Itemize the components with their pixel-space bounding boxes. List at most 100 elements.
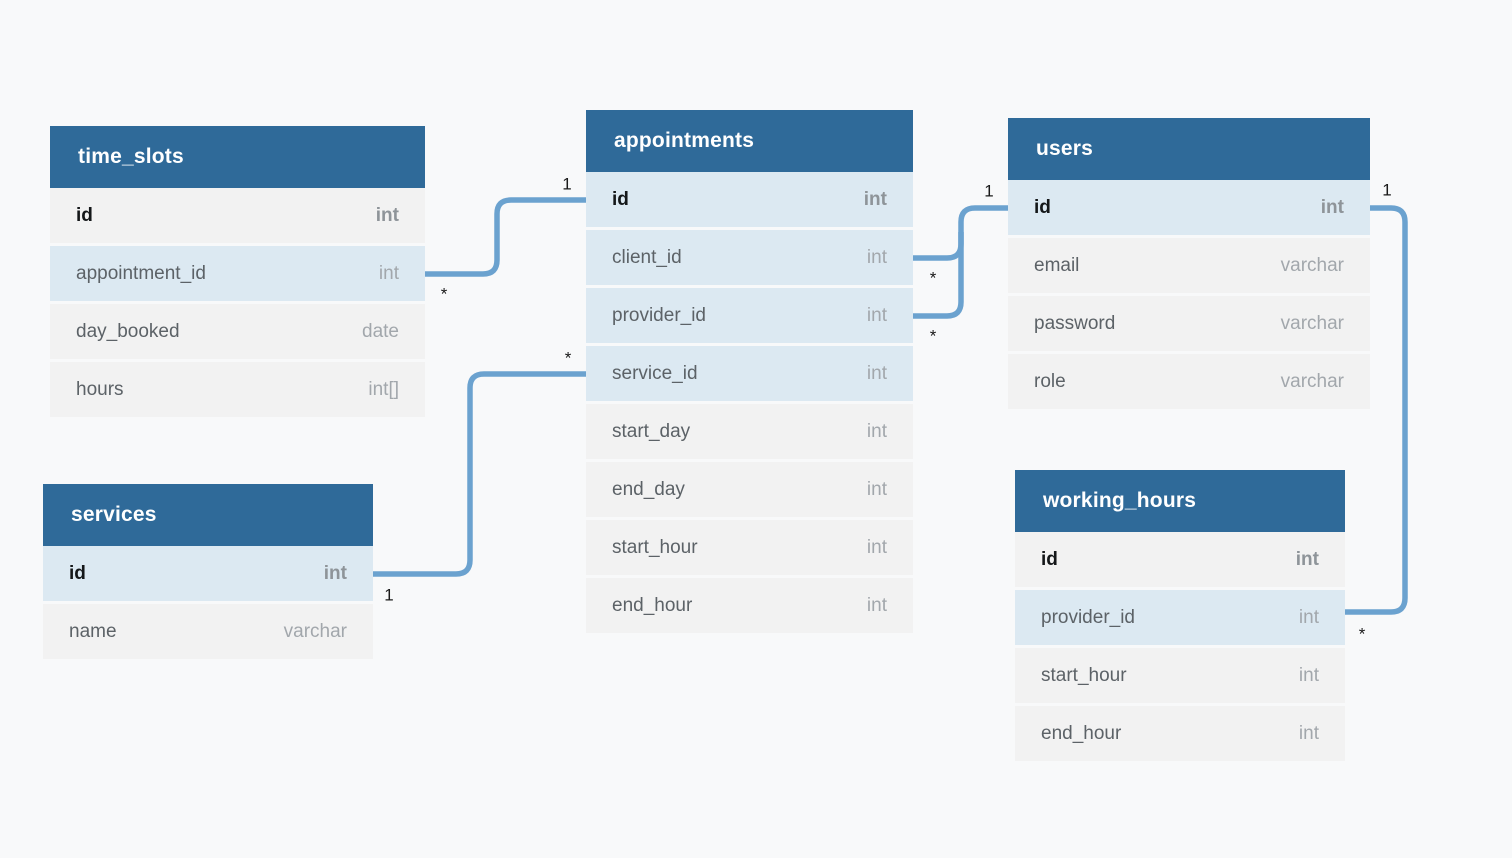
column-type: date: [362, 320, 399, 342]
column-name: appointment_id: [76, 262, 206, 284]
column-type: int: [1295, 548, 1319, 570]
column-name: provider_id: [612, 304, 706, 326]
cardinality-label-one: 1: [1382, 180, 1392, 200]
table-header[interactable]: appointments: [586, 110, 913, 172]
table-header[interactable]: time_slots: [50, 126, 425, 188]
column-row-start_hour[interactable]: start_hour int: [1015, 648, 1345, 703]
table-time_slots[interactable]: time_slots id int appointment_id int day_boo…: [50, 126, 425, 417]
column-type: int: [866, 478, 887, 500]
column-type: int: [1298, 722, 1319, 744]
column-type: int: [863, 188, 887, 210]
column-type: int[]: [368, 378, 399, 400]
column-type: int: [866, 420, 887, 442]
column-row-id[interactable]: id int: [1008, 180, 1370, 235]
column-name: hours: [76, 378, 124, 400]
relation-line-users-working_hours[interactable]: [1343, 205, 1408, 615]
column-name: day_booked: [76, 320, 180, 342]
column-name: email: [1034, 254, 1080, 276]
table-header[interactable]: working_hours: [1015, 470, 1345, 532]
column-type: int: [866, 304, 887, 326]
cardinality-label-many: *: [929, 326, 937, 346]
column-type: int: [1298, 606, 1319, 628]
column-name: service_id: [612, 362, 698, 384]
column-row-end_day[interactable]: end_day int: [586, 462, 913, 517]
cardinality-label-many: *: [1358, 624, 1366, 644]
column-row-end_hour[interactable]: end_hour int: [1015, 706, 1345, 761]
column-name: id: [1034, 196, 1051, 218]
column-type: int: [1298, 664, 1319, 686]
column-type: varchar: [283, 620, 347, 642]
column-name: client_id: [612, 246, 682, 268]
column-type: int: [1320, 196, 1344, 218]
column-name: id: [612, 188, 629, 210]
column-row-provider_id[interactable]: provider_id int: [1015, 590, 1345, 645]
column-type: int: [866, 594, 887, 616]
column-type: int: [866, 536, 887, 558]
column-name: role: [1034, 370, 1066, 392]
table-body: id int appointment_id int day_booked date hour…: [50, 188, 425, 417]
column-type: int: [323, 562, 347, 584]
table-title: time_slots: [78, 145, 184, 168]
table-title: working_hours: [1043, 489, 1197, 512]
column-name: password: [1034, 312, 1116, 334]
cardinality-label-one: 1: [984, 181, 994, 201]
column-row-name[interactable]: name varchar: [43, 604, 373, 659]
column-row-role[interactable]: role varchar: [1008, 354, 1370, 409]
column-row-end_hour[interactable]: end_hour int: [586, 578, 913, 633]
column-name: id: [76, 204, 93, 226]
column-row-service_id[interactable]: service_id int: [586, 346, 913, 401]
column-name: end_day: [612, 478, 685, 500]
column-type: int: [866, 362, 887, 384]
column-name: provider_id: [1041, 606, 1135, 628]
cardinality-label-one: 1: [562, 174, 572, 194]
relation-line-time_slots-appointments[interactable]: [425, 197, 590, 277]
column-name: name: [69, 620, 117, 642]
column-type: varchar: [1280, 312, 1344, 334]
table-header[interactable]: services: [43, 484, 373, 546]
cardinality-label-many: *: [929, 268, 937, 288]
cardinality-label-one: 1: [384, 585, 394, 605]
column-type: varchar: [1280, 254, 1344, 276]
table-title: users: [1036, 137, 1094, 160]
column-name: start_hour: [1041, 664, 1127, 686]
column-name: end_hour: [612, 594, 693, 616]
column-name: id: [1041, 548, 1058, 570]
column-type: int: [378, 262, 399, 284]
column-row-client_id[interactable]: client_id int: [586, 230, 913, 285]
column-row-provider_id[interactable]: provider_id int: [586, 288, 913, 343]
table-body: id int email varchar password varchar role varc…: [1008, 180, 1370, 409]
column-row-id[interactable]: id int: [1015, 532, 1345, 587]
column-row-id[interactable]: id int: [50, 188, 425, 243]
column-name: end_hour: [1041, 722, 1122, 744]
column-type: int: [866, 246, 887, 268]
cardinality-label-many: *: [564, 348, 572, 368]
column-row-start_hour[interactable]: start_hour int: [586, 520, 913, 575]
column-row-start_day[interactable]: start_day int: [586, 404, 913, 459]
table-title: services: [71, 503, 157, 526]
column-row-id[interactable]: id int: [586, 172, 913, 227]
table-title: appointments: [614, 129, 755, 152]
table-header[interactable]: users: [1008, 118, 1370, 180]
column-name: start_day: [612, 420, 691, 442]
relation-line-services-appointments[interactable]: [373, 371, 590, 577]
column-type: int: [375, 204, 399, 226]
column-row-appointment_id[interactable]: appointment_id int: [50, 246, 425, 301]
column-row-hours[interactable]: hours int[]: [50, 362, 425, 417]
column-type: varchar: [1280, 370, 1344, 392]
relation-line-appointments-provider-users[interactable]: [913, 232, 964, 319]
column-name: start_hour: [612, 536, 698, 558]
column-row-password[interactable]: password varchar: [1008, 296, 1370, 351]
cardinality-label-many: *: [440, 284, 448, 304]
column-row-day_booked[interactable]: day_booked date: [50, 304, 425, 359]
column-row-email[interactable]: email varchar: [1008, 238, 1370, 293]
